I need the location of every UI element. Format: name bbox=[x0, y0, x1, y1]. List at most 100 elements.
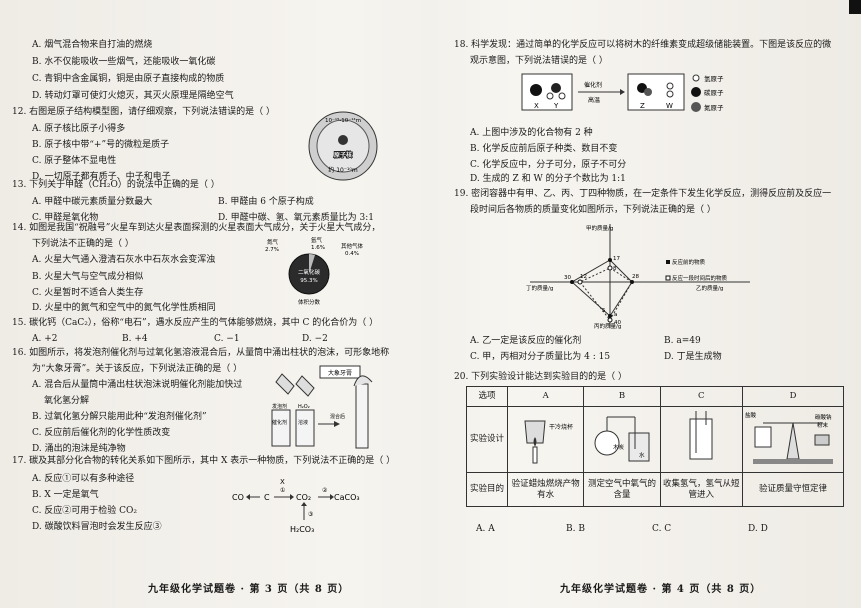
q14-option-c: C. 火星暂时不适合人类生存 bbox=[32, 288, 144, 298]
q15-option-a: A. +2 bbox=[32, 334, 58, 344]
svg-text:0.4%: 0.4% bbox=[345, 251, 359, 257]
q13-option-b: B. 甲醛由 6 个原子构成 bbox=[218, 197, 314, 207]
q20-header: D bbox=[741, 386, 845, 407]
q12-stem: 12. 右图是原子结构模型图，请仔细观察，下列说法错误的是（ ） bbox=[12, 107, 276, 117]
q16-stem-1: 16. 如图所示，将发泡剂催化剂与过氧化氢溶液混合后，从量筒中涌出柱状的泡沫，可… bbox=[12, 348, 390, 358]
q13-stem: 13. 下列关于甲醛（CH₂O）的说法中正确的是（ ） bbox=[12, 180, 220, 190]
q12-option-d: D. 一切原子都有质子、中子和电子 bbox=[32, 172, 171, 182]
q20-header: A bbox=[506, 386, 585, 407]
q16-option-a: A. 混合后从量筒中涌出柱状泡沫说明催化剂能加快过 bbox=[32, 380, 243, 390]
q13-option-a: A. 甲醛中碳元素质量分数最大 bbox=[32, 197, 153, 207]
svg-text:12: 12 bbox=[580, 274, 587, 280]
q16-option-c: C. 反应前后催化剂的化学性质改变 bbox=[32, 428, 171, 438]
svg-text:CaCO₃: CaCO₃ bbox=[334, 493, 360, 502]
q17-option-a: A. 反应①可以有多种途径 bbox=[32, 474, 135, 484]
svg-text:盐酸: 盐酸 bbox=[745, 411, 757, 419]
q18-option-b: B. 化学反应前后原子种类、数目不变 bbox=[470, 144, 618, 154]
q19-option-c: C. 甲，丙相对分子质量比为 4 : 15 bbox=[470, 352, 611, 362]
q17-option-d: D. 碳酸饮料冒泡时会发生反应③ bbox=[32, 522, 162, 532]
q20-design-a: 干冷烧杯 bbox=[506, 406, 585, 473]
elephant-toothpaste-figure: 大象牙膏 发泡剂 催化剂 H₂O₂ 溶液 混合后 bbox=[271, 365, 373, 449]
svg-text:木炭: 木炭 bbox=[613, 443, 625, 451]
svg-text:95.3%: 95.3% bbox=[300, 278, 317, 284]
svg-text:体积分数: 体积分数 bbox=[298, 298, 321, 306]
q19-option-b: B. a=49 bbox=[664, 336, 701, 346]
q20-purpose-c: 收集氢气，氢气从短管进入 bbox=[659, 472, 743, 507]
svg-text:大象牙膏: 大象牙膏 bbox=[328, 369, 352, 377]
q15-stem: 15. 碳化钙（CaC₂），俗称“电石”，遇水反应产生的气体能够燃烧，其中 C … bbox=[12, 318, 379, 328]
q11-option-c: C. 青铜中含金属铜，铜是由原子直接构成的物质 bbox=[32, 74, 225, 84]
q20-answer-c: C. C bbox=[652, 524, 672, 534]
page-3: A. 烟气混合物来自打油的燃烧 B. 水不仅能吸收一些烟气，还能吸收一氧化碳 C… bbox=[8, 0, 428, 608]
q13-option-c: C. 甲醛是氧化物 bbox=[32, 213, 99, 223]
svg-text:③: ③ bbox=[308, 511, 313, 518]
q16-option-d: D. 涌出的泡沫是纯净物 bbox=[32, 444, 126, 454]
svg-text:X: X bbox=[280, 478, 285, 486]
svg-text:干冷烧杯: 干冷烧杯 bbox=[549, 423, 573, 431]
svg-text:CO₂: CO₂ bbox=[296, 493, 311, 502]
svg-text:2.7%: 2.7% bbox=[265, 247, 279, 253]
svg-text:发泡剂: 发泡剂 bbox=[272, 403, 287, 410]
svg-text:8: 8 bbox=[613, 266, 617, 272]
q19-option-d: D. 丁是生成物 bbox=[664, 352, 722, 362]
q18-option-c: C. 化学反应中，分子可分，原子不可分 bbox=[470, 160, 627, 170]
q19-mass-chart: 甲的质量/g 乙的质量/g 丁的质量/g 丙的质量/g 17 8 28 30 1… bbox=[526, 224, 750, 330]
q19-stem-1: 19. 密闭容器中有甲、乙、丙、丁四种物质，在一定条件下发生化学反应，测得反应前… bbox=[454, 189, 832, 199]
q14-option-b: B. 火星大气与空气成分相似 bbox=[32, 272, 144, 282]
svg-text:①: ① bbox=[280, 487, 285, 494]
q17-option-b: B. X 一定是氧气 bbox=[32, 490, 99, 500]
q18-stem-2: 观示意图，下列说法错误的是（ ） bbox=[470, 56, 608, 66]
svg-text:H₂O₂: H₂O₂ bbox=[298, 404, 310, 410]
svg-text:碳原子: 碳原子 bbox=[704, 88, 724, 97]
svg-text:催化剂: 催化剂 bbox=[272, 419, 287, 426]
q20-purpose-a: 验证蜡烛燃烧产物有水 bbox=[506, 472, 585, 507]
svg-text:40: 40 bbox=[614, 320, 621, 326]
svg-text:催化剂: 催化剂 bbox=[584, 81, 602, 89]
svg-text:Z: Z bbox=[640, 102, 645, 110]
svg-text:28: 28 bbox=[632, 274, 639, 280]
q19-stem-2: 段时间后各物质的质量变化如图所示，下列说法正确的是（ ） bbox=[470, 205, 716, 215]
svg-text:W: W bbox=[666, 102, 673, 110]
q20-table: 选项 A B C D 实验设计 干冷烧杯 木炭水 盐酸碳酸钠粉末 bbox=[466, 386, 845, 507]
q20-header: 选项 bbox=[466, 386, 508, 407]
q15-option-d: D. −2 bbox=[302, 334, 328, 344]
svg-text:氮气: 氮气 bbox=[267, 238, 279, 246]
q15-option-c: C. −1 bbox=[214, 334, 240, 344]
svg-text:C: C bbox=[264, 493, 270, 502]
svg-text:溶液: 溶液 bbox=[298, 419, 308, 426]
svg-text:甲的质量/g: 甲的质量/g bbox=[586, 224, 613, 232]
svg-text:碳酸钠: 碳酸钠 bbox=[815, 413, 832, 421]
q20-purpose-b: 测定空气中氧气的含量 bbox=[583, 472, 661, 507]
q20-answer-d: D. D bbox=[748, 524, 768, 534]
corner-mark bbox=[849, 0, 861, 14]
svg-text:5: 5 bbox=[602, 308, 606, 314]
q14-stem-1: 14. 如图是我国“祝融号”火星车到达火星表面探测的火星表面大气成分，关于火星大… bbox=[12, 223, 381, 233]
svg-text:二氧化碳: 二氧化碳 bbox=[298, 268, 321, 276]
q18-micro-diagram: X Y 催化剂 高温 Z W 氢原子 碳原子 氮原子 bbox=[521, 73, 724, 112]
q20-purpose-d: 验证质量守恒定律 bbox=[741, 472, 845, 507]
svg-text:30: 30 bbox=[564, 275, 571, 281]
q20-answer-b: B. B bbox=[566, 524, 585, 534]
q12-option-c: C. 原子整体不显电性 bbox=[32, 156, 117, 166]
svg-text:氩气: 氩气 bbox=[311, 236, 323, 244]
page-4: 18. 科学发现：通过简单的化学反应可以将树木的纤维素变成超级储能装置。下图是该… bbox=[440, 0, 855, 608]
svg-text:Y: Y bbox=[553, 102, 559, 110]
svg-text:反应一段时间后的物质: 反应一段时间后的物质 bbox=[672, 274, 728, 282]
svg-text:高温: 高温 bbox=[588, 96, 600, 104]
svg-text:1.6%: 1.6% bbox=[311, 245, 325, 251]
svg-text:H₂CO₃: H₂CO₃ bbox=[290, 525, 314, 534]
q12-option-b: B. 原子核中带“+”号的微粒是质子 bbox=[32, 140, 170, 150]
footer-page-4: 九年级化学试题卷 · 第 4 页（共 8 页） bbox=[560, 584, 762, 595]
svg-text:丙的质量/g: 丙的质量/g bbox=[594, 322, 621, 330]
svg-text:17: 17 bbox=[613, 256, 620, 262]
q19-option-a: A. 乙一定是该反应的催化剂 bbox=[470, 336, 582, 346]
svg-text:原子核: 原子核 bbox=[334, 151, 352, 159]
svg-text:②: ② bbox=[322, 487, 328, 494]
q18-option-d: D. 生成的 Z 和 W 的分子个数比为 1:1 bbox=[470, 174, 626, 184]
q11-option-d: D. 转动灯罩可使灯火熄灭，其灭火原理是隔绝空气 bbox=[32, 91, 234, 101]
q20-stem: 20. 下列实验设计能达到实验目的的是（ ） bbox=[454, 372, 628, 382]
svg-text:CO: CO bbox=[232, 493, 244, 502]
carbon-conversion-diagram: CO C X ① CO₂ ② CaCO₃ ③ H₂CO₃ bbox=[232, 478, 360, 534]
q20-design-b: 木炭水 bbox=[583, 406, 661, 473]
q11-option-b: B. 水不仅能吸收一些烟气，还能吸收一氧化碳 bbox=[32, 57, 216, 67]
